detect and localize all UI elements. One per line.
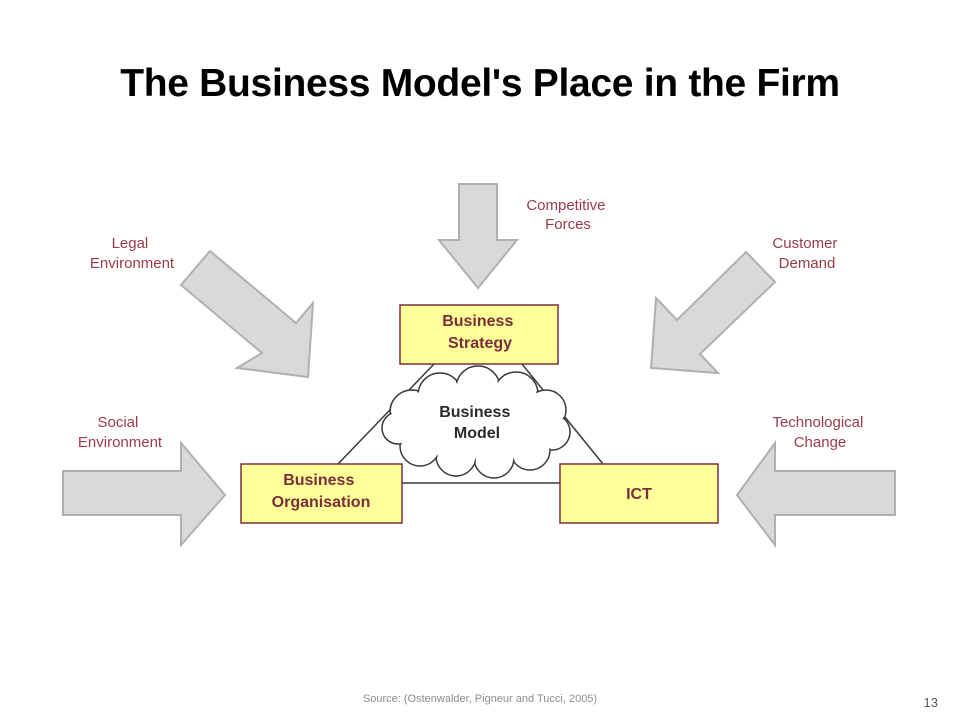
business-organisation-line-2: Organisation: [272, 494, 371, 511]
source-citation: Source: (Ostenwalder, Pigneur and Tucci,…: [362, 693, 598, 705]
business-organisation-line-1: Business: [283, 472, 354, 489]
business-model-line-2: Model: [454, 425, 500, 442]
competitive-forces-line-1: Competitive: [526, 197, 605, 214]
arrow-technological-change: [735, 439, 896, 548]
social-environment-label: Social Environment: [78, 414, 163, 451]
business-strategy-line-1: Business: [442, 313, 513, 330]
arrow-social-environment: [62, 440, 227, 548]
business-model-cloud-fill: [383, 367, 569, 477]
legal-environment-label: Legal Environment: [90, 235, 175, 272]
legal-environment-line-1: Legal: [112, 235, 149, 252]
slide-title: The Business Model's Place in the Firm: [120, 62, 840, 105]
page-number: 13: [923, 695, 938, 710]
business-strategy-line-2: Strategy: [448, 335, 512, 352]
link-strategy-organisation: [337, 363, 435, 465]
arrow-customer-demand: [649, 250, 777, 375]
customer-demand-label: Customer Demand: [772, 235, 841, 272]
business-organisation-box: [240, 463, 403, 524]
technological-change-line-2: Change: [794, 434, 847, 451]
business-model-label: Business Model: [439, 404, 515, 442]
arrow-competitive-forces: [436, 183, 520, 290]
ict-label: ICT: [626, 486, 652, 503]
business-model-line-1: Business: [439, 404, 510, 421]
business-strategy-label: Business Strategy: [442, 313, 518, 352]
customer-demand-line-2: Demand: [779, 255, 836, 272]
business-strategy-box: [399, 304, 559, 365]
legal-environment-line-2: Environment: [90, 255, 175, 272]
technological-change-line-1: Technological: [772, 414, 863, 431]
ict-box: [559, 463, 719, 524]
customer-demand-line-1: Customer: [772, 235, 837, 252]
competitive-forces-line-2: Forces: [545, 216, 591, 233]
arrow-legal-environment: [179, 249, 315, 379]
technological-change-label: Technological Change: [772, 414, 867, 451]
social-environment-line-2: Environment: [78, 434, 163, 451]
business-organisation-label: Business Organisation: [272, 472, 371, 511]
social-environment-line-1: Social: [97, 414, 138, 431]
competitive-forces-label: Competitive Forces: [526, 197, 609, 233]
